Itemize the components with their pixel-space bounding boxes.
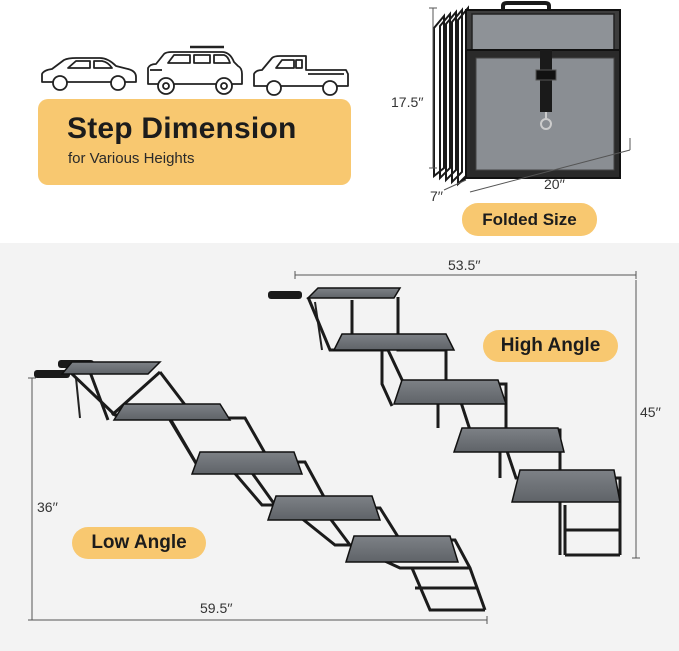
folded-height-label: 17.5′′ [391, 94, 424, 110]
folded-width-label: 20′′ [544, 176, 565, 192]
low-angle-steps [60, 361, 460, 563]
high-angle-length-label: 53.5′′ [448, 257, 481, 273]
sedan-icon [41, 57, 137, 91]
step-dimension-card: Step Dimension for Various Heights [38, 99, 351, 185]
folded-depth-label: 7′′ [430, 188, 444, 204]
low-angle-length-label: 59.5′′ [200, 600, 233, 616]
low-angle-ramp [28, 360, 488, 624]
high-angle-ramp [268, 271, 640, 559]
bottom-panel [0, 243, 679, 651]
low-angle-badge: Low Angle [72, 527, 206, 559]
folded-ramp-illustration [429, 0, 631, 193]
high-angle-height-label: 45′′ [640, 404, 661, 420]
pickup-truck-icon [253, 55, 349, 96]
high-angle-badge: High Angle [483, 330, 618, 362]
stairs-illustration [28, 271, 640, 624]
suv-icon [147, 45, 243, 95]
folded-size-badge: Folded Size [462, 203, 597, 236]
page-subtitle: for Various Heights [68, 150, 195, 167]
vehicle-icons [41, 45, 349, 96]
page-title: Step Dimension [67, 112, 297, 145]
low-angle-height-label: 36′′ [37, 499, 58, 515]
high-angle-steps [306, 287, 621, 503]
